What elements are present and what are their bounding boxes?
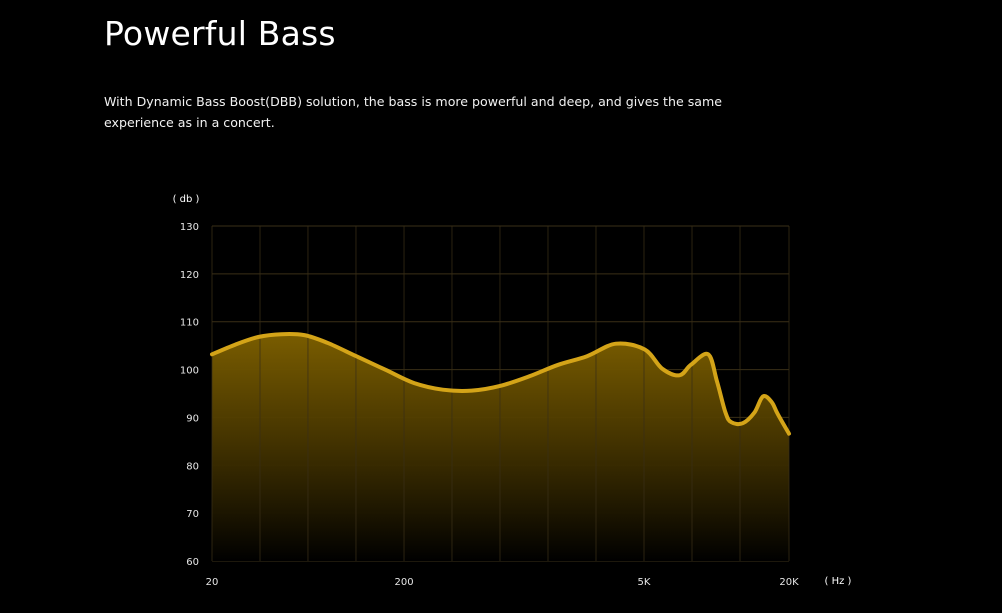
y-tick-label: 90 [186, 413, 199, 424]
x-tick-label: 200 [394, 577, 413, 588]
y-tick-label: 110 [180, 318, 199, 329]
response-area [212, 333, 789, 561]
x-axis-label: ( Hz ) [825, 576, 852, 587]
y-tick-label: 70 [186, 509, 199, 520]
chart-vertical-grid [211, 226, 790, 561]
section-description: With Dynamic Bass Boost(DBB) solution, t… [104, 94, 723, 130]
x-tick-label: 20 [206, 577, 219, 588]
x-tick-label: 5K [638, 577, 651, 588]
y-axis-ticks: 130 120 110 100 90 80 70 60 [180, 222, 199, 568]
response-line [210, 331, 791, 436]
y-tick-label: 130 [180, 222, 199, 233]
y-tick-label: 100 [180, 366, 199, 377]
x-tick-label: 20K [779, 577, 799, 588]
x-axis-ticks: 20 200 5K 20K [206, 577, 799, 588]
y-tick-label: 120 [180, 270, 199, 281]
section-title: Powerful Bass [104, 14, 336, 53]
y-tick-label: 80 [186, 461, 199, 472]
y-axis-label: ( db ) [173, 194, 200, 205]
y-tick-label: 60 [186, 557, 199, 568]
